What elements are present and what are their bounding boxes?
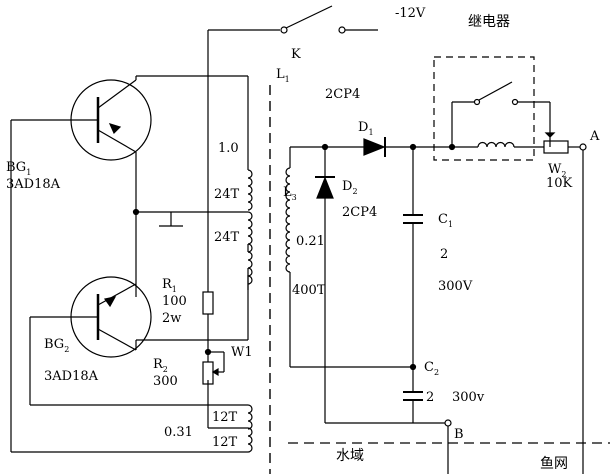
r1-power: 2w: [162, 311, 181, 326]
primary-coil-upper: [247, 169, 253, 290]
terminal-b-label: B: [454, 427, 464, 442]
r1-value: 100: [162, 294, 187, 309]
w2-potentiometer: [543, 132, 587, 474]
tap-3-label: 24T: [214, 230, 240, 245]
bg1-label: BG1: [6, 160, 31, 177]
d2-diode: [315, 147, 335, 423]
primary-coil-lower: [10, 380, 253, 453]
l1-label: L1: [276, 67, 290, 84]
d2-label: D2: [342, 179, 358, 196]
relay-title: 继电器: [468, 14, 510, 30]
relay-contact: [451, 81, 551, 147]
switch-k-label: K: [291, 47, 301, 62]
r1-label: R1: [162, 277, 177, 294]
d1-label: D1: [358, 120, 374, 137]
r1-resistor: [202, 291, 214, 315]
c2-value: 2: [426, 390, 434, 405]
c1-value: 2: [440, 247, 448, 262]
c2-label: C2: [424, 360, 439, 377]
relay-coil: [448, 141, 544, 151]
c2-voltage: 300v: [452, 390, 485, 405]
bg1-collector-wire: [135, 75, 249, 170]
primary-wire-label: 0.31: [164, 425, 193, 440]
bg2-transistor: [29, 276, 152, 405]
c1-capacitor: [403, 147, 423, 392]
c1-label: C1: [438, 212, 453, 229]
terminal-a-label: A: [589, 129, 600, 144]
r2-value: 300: [153, 374, 178, 389]
bg2-model: 3AD18A: [44, 369, 99, 384]
w2-label: W2: [548, 162, 566, 179]
supply-voltage-label: -12V: [395, 6, 426, 21]
diode-type-top: 2CP4: [325, 87, 360, 102]
bg1-transistor: [10, 79, 152, 442]
center-node: [132, 152, 248, 297]
d2-type: 2CP4: [342, 205, 377, 220]
water-area-label: 水域: [336, 448, 364, 464]
fish-net-label: 鱼网: [540, 455, 568, 472]
r2-label: R2: [153, 357, 168, 374]
tap-2-label: 24T: [214, 187, 240, 202]
secondary-wire-label: 0.21: [296, 234, 325, 249]
d1-diode: [321, 137, 452, 157]
bg1-model: 3AD18A: [6, 177, 61, 192]
tap-4-label: 12T: [212, 410, 238, 425]
w1-potentiometer: [204, 314, 225, 377]
switch-k: [280, 5, 378, 34]
w2-value: 10K: [546, 176, 573, 191]
bg2-emitter-wire: [135, 275, 249, 350]
w1-label: W1: [231, 345, 253, 360]
tap-5-label: 12T: [212, 435, 238, 450]
secondary-coil-l3: [285, 146, 413, 368]
supply-wire: [207, 29, 280, 292]
secondary-turns-label: 400T: [292, 283, 326, 298]
bg2-label: BG2: [44, 337, 69, 354]
c2-capacitor: [325, 391, 452, 427]
r2-resistor: [202, 361, 214, 385]
relay-box: [433, 56, 535, 161]
tap-1-label: 1.0: [218, 141, 239, 156]
c1-voltage: 300V: [438, 279, 473, 294]
l3-label: L3: [283, 185, 297, 202]
